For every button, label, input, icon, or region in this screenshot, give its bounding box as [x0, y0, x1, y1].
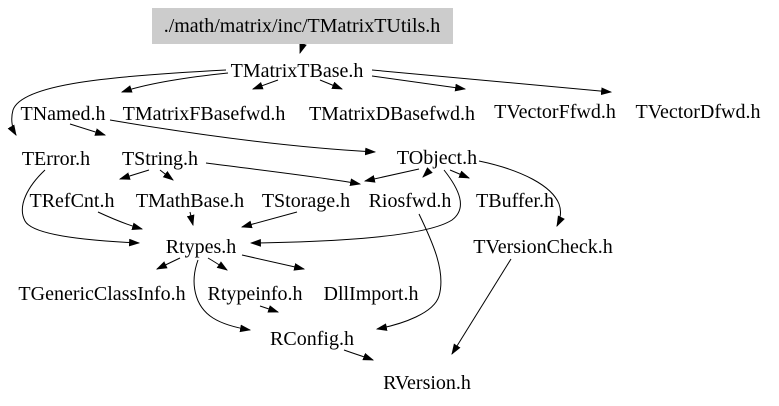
edge-tstring-to-riosfwd: [205, 162, 362, 186]
edge-rtypes-to-tgenericclassinfo: [156, 257, 181, 270]
edge-riosfwd-to-rconfig: [375, 213, 442, 331]
graph-node-tversioncheck[interactable]: TVersionCheck.h: [473, 236, 612, 258]
edge-tobject-to-tversioncheck: [478, 160, 565, 227]
graph-node-rtypes[interactable]: Rtypes.h: [166, 236, 237, 258]
graph-node-riosfwd[interactable]: Riosfwd.h: [369, 190, 452, 212]
edge-tstring-to-tmathbase: [159, 169, 174, 181]
edge-tmatrixtbase-to-tnamed: [120, 72, 229, 93]
edges-layer: [7, 42, 613, 361]
edge-rtypes-to-rtypeinfo: [207, 257, 228, 271]
graph-node-dllimport[interactable]: DllImport.h: [324, 283, 419, 305]
graph-node-current-file: ./math/matrix/inc/TMatrixTUtils.h: [164, 15, 441, 37]
edge-tnamed-to-tobject: [109, 119, 377, 156]
edge-tmatrixtbase-to-tmatrixfbasefwd: [251, 79, 279, 90]
edge-tmatrixtbase-to-terror: [7, 69, 227, 136]
graph-node-terror[interactable]: TError.h: [22, 148, 90, 170]
edge-rtypes-to-rconfig: [193, 259, 252, 333]
edge-tobject-to-tstorage: [363, 168, 420, 183]
edge-tobject-to-riosfwd: [422, 167, 433, 178]
edge-rtypeinfo-to-rconfig: [259, 305, 280, 313]
edge-tmatrixtutils-to-tmatrixtbase: [299, 42, 307, 55]
graph-node-rversion[interactable]: RVersion.h: [383, 372, 471, 394]
graph-node-tstorage[interactable]: TStorage.h: [262, 190, 350, 212]
edge-tobject-to-rtypes: [249, 169, 461, 247]
graph-node-tmathbase[interactable]: TMathBase.h: [136, 190, 244, 212]
graph-node-tgenericclassinfo[interactable]: TGenericClassInfo.h: [18, 283, 185, 305]
edge-trefcnt-to-rtypes: [97, 211, 144, 230]
graph-node-tbuffer[interactable]: TBuffer.h: [476, 190, 554, 212]
graph-node-rtypeinfo[interactable]: Rtypeinfo.h: [208, 283, 303, 305]
edge-rtypes-to-dllimport: [241, 254, 306, 271]
edge-tstorage-to-rtypes: [240, 211, 298, 229]
graph-node-tmatrixtbase[interactable]: TMatrixTBase.h: [231, 60, 364, 82]
edge-tobject-to-tbuffer: [449, 169, 471, 179]
graph-node-tvectordfwd[interactable]: TVectorDfwd.h: [636, 101, 761, 123]
graph-node-tvectorffwd[interactable]: TVectorFfwd.h: [494, 101, 616, 123]
edge-tnamed-to-tstring: [69, 123, 107, 136]
edge-tversioncheck-to-rversion: [451, 258, 512, 355]
graph-node-tnamed[interactable]: TNamed.h: [21, 103, 106, 125]
edge-tstring-to-trefcnt: [118, 169, 150, 180]
graph-node-trefcnt[interactable]: TRefCnt.h: [30, 190, 115, 212]
nodes-layer: ./math/matrix/inc/TMatrixTUtils.hTMatrix…: [18, 8, 760, 394]
graph-node-tmatrixdbasefwd[interactable]: TMatrixDBasefwd.h: [309, 103, 475, 125]
edge-tmatrixtbase-to-tvectordfwd: [371, 69, 613, 96]
graph-node-tobject[interactable]: TObject.h: [397, 147, 477, 169]
edge-tmatrixtbase-to-tvectorffwd: [371, 75, 467, 92]
graph-node-tmatrixfbasefwd[interactable]: TMatrixFBasefwd.h: [123, 103, 286, 125]
edge-terror-to-rtypes: [21, 169, 141, 247]
edge-tmatrixtbase-to-tmatrixdbasefwd: [319, 79, 344, 90]
current-file-box: [152, 8, 453, 44]
edge-rconfig-to-rversion: [343, 349, 375, 361]
edge-tmathbase-to-rtypes: [186, 211, 195, 227]
graph-node-tstring[interactable]: TString.h: [122, 148, 198, 170]
graph-node-rconfig[interactable]: RConfig.h: [270, 328, 354, 350]
